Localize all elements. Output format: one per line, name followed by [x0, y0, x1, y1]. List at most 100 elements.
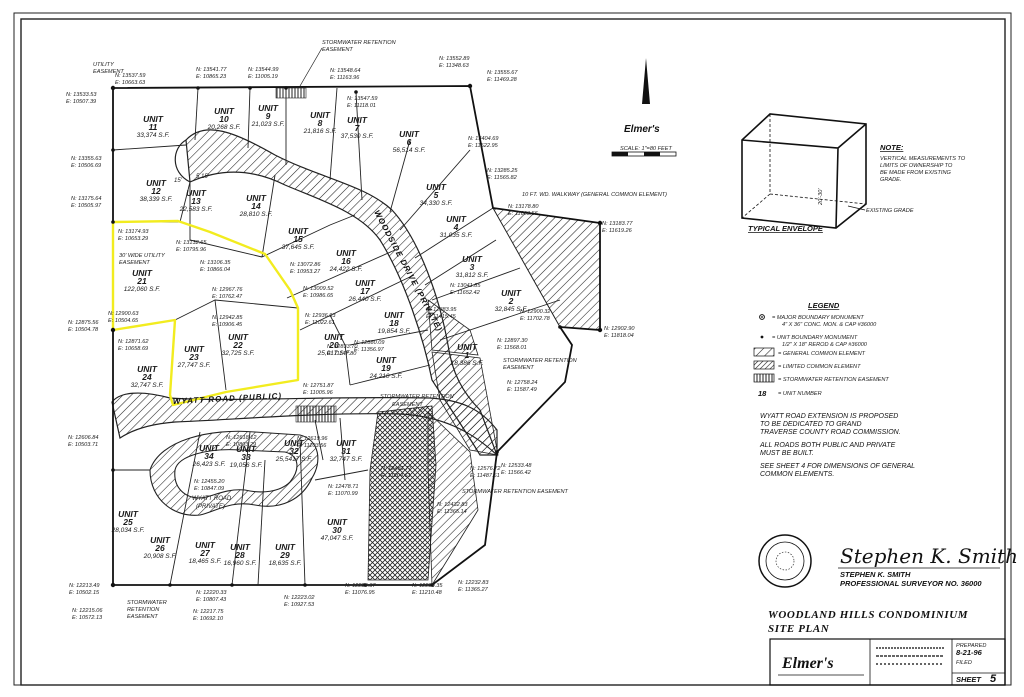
note-text-7: COMMON ELEMENTS. [760, 471, 834, 478]
typical-envelope: 20'-30' EXISTING GRADE TYPICAL ENVELOPE [741, 113, 914, 233]
stormwater-right-label: STORMWATER RETENTION EASEMENT [462, 489, 569, 495]
easting: E: 11702.78 [520, 316, 551, 322]
easting: E: 11652.42 [450, 290, 481, 296]
unit-number: 12 [151, 186, 161, 196]
unit-number: 4 [453, 222, 459, 232]
legend-item-3: = GENERAL COMMON ELEMENT [778, 351, 866, 357]
unit-title: UNIT [230, 542, 251, 552]
northing: N: 12875.56 [68, 320, 99, 326]
unit-number: 34 [204, 451, 214, 461]
title-block-logo: Elmer's [781, 655, 834, 672]
easting: E: 11603.56 [508, 211, 539, 217]
unit-area: 37,645 S.F. [282, 244, 315, 251]
northing: N: 13132.65 [176, 240, 207, 246]
note-text-4: ALL ROADS BOTH PUBLIC AND PRIVATE [759, 442, 896, 449]
scale-bar-fill-2 [644, 152, 660, 156]
northing: N: 12533.48 [501, 463, 532, 469]
unit-number: 6 [407, 137, 412, 147]
coordinate-label: N: 12533.48E: 11566.42 [501, 463, 532, 476]
wyatt-road-private-loop [149, 430, 319, 516]
unit-number: 25 [122, 517, 133, 527]
unit-title: UNIT [184, 344, 205, 354]
prepared-label: PREPARED [956, 643, 986, 649]
unit-number: 33 [241, 452, 251, 462]
unit-title: UNIT [228, 332, 249, 342]
unit-area: 24,210 S.F. [369, 373, 403, 380]
easting: E: 10927.53 [284, 602, 315, 608]
unit-area: 20,268 S.F. [207, 124, 241, 131]
northing: N: 13355.63 [71, 156, 102, 162]
northing: N: 13072.86 [290, 262, 321, 268]
unit-title: UNIT [236, 444, 257, 454]
seal-center-icon [775, 551, 795, 571]
legend-item-6: = UNIT NUMBER [778, 391, 822, 397]
easting: E: 11076.95 [345, 590, 376, 596]
legend-item-1-line1: = MAJOR BOUNDARY MONUMENT [772, 315, 864, 321]
northing: N: 12942.85 [212, 315, 243, 321]
plan-title-line-2: SITE PLAN [768, 623, 830, 635]
unit-title: UNIT [399, 129, 420, 139]
unit-number: 15 [293, 234, 303, 244]
northing: N: 13009.52 [303, 286, 334, 292]
legend-item-2-line1: = UNIT BOUNDARY MONUMENT [772, 335, 858, 341]
northing: N: 12606.84 [68, 435, 98, 441]
note-text-1: WYATT ROAD EXTENSION IS PROPOSED [760, 413, 898, 420]
coordinate-label: N: 13009.52E: 10986.65 [303, 286, 334, 299]
northing: N: 13404.69 [468, 136, 498, 142]
stormwater-mid-label-2: EASEMENT [503, 365, 534, 371]
unit-area: 32,747 S.F. [131, 382, 164, 389]
unit-area: 27,747 S.F. [177, 362, 211, 369]
coordinate-label: N: 12606.84E: 10503.71 [68, 435, 98, 448]
unit-area: 21,816 S.F. [303, 128, 337, 135]
envelope-box-icon [741, 113, 867, 229]
unit-title: UNIT [118, 509, 139, 519]
dimension-b: 5.15' [196, 174, 210, 180]
coordinate-labels: N: 13537.59E: 10663.63N: 13541.77E: 1086… [66, 56, 635, 622]
northing: N: 12576.72 [470, 466, 501, 472]
boundary-monuments [110, 83, 603, 588]
stormwater-strip-north [275, 87, 307, 99]
surveyor-seal [758, 534, 812, 588]
unit-number: 2 [508, 296, 514, 306]
general-common-swatch [753, 347, 775, 357]
unit-area: 31,812 S.F. [456, 272, 489, 279]
unit-title: UNIT [324, 332, 345, 342]
northing: N: 12618.12 [226, 435, 257, 441]
coordinate-label: N: 12576.72E: 11487.61 [470, 466, 501, 479]
northing: N: 13106.35 [200, 260, 231, 266]
unit-area: 47,047 S.F. [321, 535, 354, 542]
coordinate-label: N: 13072.86E: 10953.27 [290, 262, 321, 275]
surveyor-signature: Stephen K. Smith [840, 544, 1018, 568]
easting: E: 10504.65 [108, 318, 139, 324]
coordinate-label: N: 13544.99E: 11005.19 [248, 67, 278, 80]
unit-area: 26,440 S.F. [348, 296, 382, 303]
note-text-5: MUST BE BUILT. [760, 450, 814, 457]
unit-number: 21 [136, 276, 147, 286]
unit-title: UNIT [258, 103, 279, 113]
coordinate-label: N: 13541.77E: 10865.23 [196, 67, 227, 80]
unit-title: UNIT [347, 115, 368, 125]
coordinate-label: N: 12220.33E: 10807.43 [196, 590, 227, 603]
coordinate-label: N: 12833.70E: 11147.80 [327, 344, 358, 357]
coordinate-label: N: 12967.76E: 10762.47 [212, 287, 243, 300]
unit-number: 28 [234, 550, 245, 560]
easting: E: 10653.29 [118, 236, 148, 242]
unit-title: UNIT [426, 182, 447, 192]
easting: E: 10502.15 [69, 590, 100, 596]
unit-title: UNIT [275, 542, 296, 552]
northing: N: 12232.83 [458, 580, 489, 586]
coordinate-label: N: 13404.69E: 11522.95 [468, 136, 499, 149]
unit-title: UNIT [246, 193, 267, 203]
legend-title: LEGEND [808, 301, 840, 310]
unit-area: 19,056 S.F. [230, 462, 263, 469]
unit-area: 19,854 S.F. [378, 328, 411, 335]
unit-title: UNIT [355, 278, 376, 288]
